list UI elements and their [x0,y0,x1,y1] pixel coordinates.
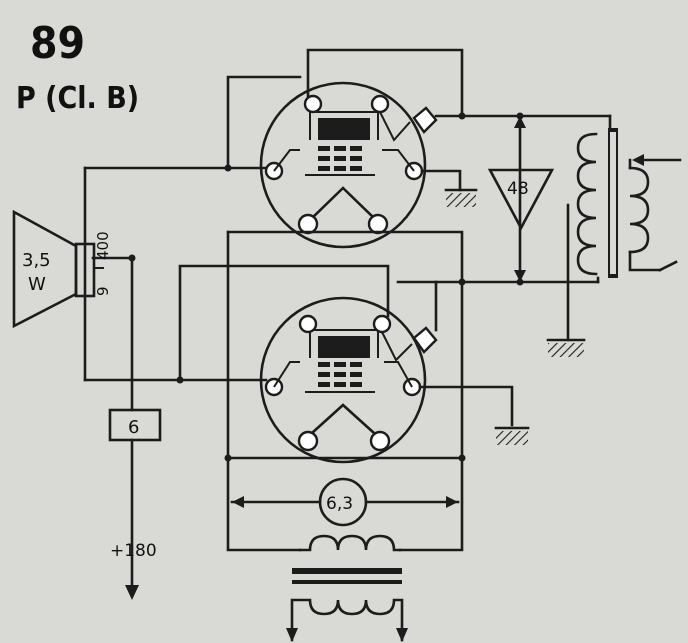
resistor-6: 6 [108,408,162,442]
ground-symbol [494,426,530,445]
speaker-power-line1: 3,5 [22,250,51,271]
mode-label: P (Cl. B) [16,81,139,116]
speaker-impedance-secondary: 9 [94,286,112,296]
speaker-power-line2: W [28,274,46,295]
loudspeaker: 3,5 W 400 9 [12,209,112,329]
resistor-value: 6 [128,417,139,438]
ground-symbol [546,338,586,357]
output-transformer [576,114,682,284]
ground-symbol [444,188,478,207]
heater-transformer [286,534,408,642]
tube-lower [259,296,438,464]
wiring [83,48,612,598]
tube-upper [259,81,438,249]
speaker-impedance-primary: 400 [94,231,112,260]
junctions [128,112,524,462]
tube-number: 89 [30,18,85,69]
heater-voltage-value: 6,3 [326,494,353,514]
supply-voltage: +180 [110,541,157,561]
heater-voltage-indicator: 6,3 [230,477,460,527]
capacitor-value: 48 [507,179,529,199]
capacitor-48: 48 [487,168,555,231]
